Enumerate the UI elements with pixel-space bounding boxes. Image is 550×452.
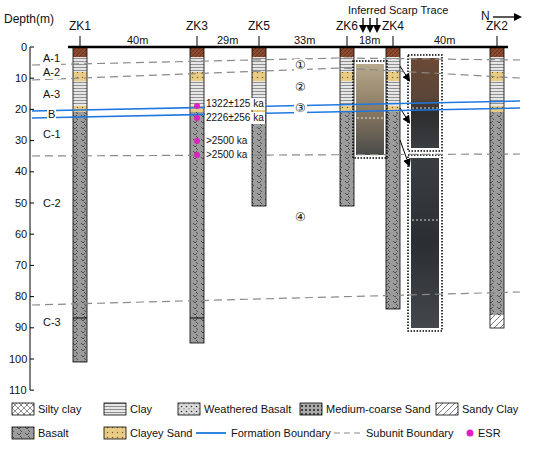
unit-label: A-2 bbox=[42, 66, 61, 79]
borehole-columns bbox=[73, 47, 504, 362]
depth-tick-label: 0 bbox=[21, 41, 27, 54]
distance-label: 40m bbox=[127, 34, 148, 47]
unit-label: A-1 bbox=[42, 52, 61, 65]
core-photos bbox=[353, 55, 442, 331]
depth-tick-label: 20 bbox=[15, 103, 27, 116]
depth-tick-label: 100 bbox=[9, 353, 27, 366]
esr-age: 2226±256 ka bbox=[205, 112, 265, 124]
unit-label: C-1 bbox=[42, 128, 62, 141]
north-arrow bbox=[493, 16, 520, 17]
borehole-name: ZK3 bbox=[186, 20, 208, 34]
subunit-number: ② bbox=[294, 81, 307, 95]
depth-tick-label: 60 bbox=[15, 228, 27, 241]
depth-tick-label: 70 bbox=[15, 259, 27, 272]
axis-title: Depth(m) bbox=[4, 13, 54, 27]
legend-text: Weathered Basalt bbox=[204, 403, 291, 416]
distance-label: 33m bbox=[294, 34, 315, 47]
distance-label: 18m bbox=[359, 34, 380, 47]
legend-text: ESR bbox=[478, 427, 501, 440]
esr-age: >2500 ka bbox=[205, 149, 248, 161]
legend-text: Silty clay bbox=[38, 403, 81, 416]
borehole-zk2 bbox=[490, 47, 504, 328]
legend-text: Clayey Sand bbox=[130, 427, 192, 440]
distance-label: 40m bbox=[434, 34, 455, 47]
legend-text: Basalt bbox=[38, 427, 69, 440]
depth-tick-label: 40 bbox=[15, 165, 27, 178]
distance-label: 29m bbox=[217, 34, 238, 47]
borehole-zk1 bbox=[73, 47, 87, 362]
legend-text: Formation Boundary bbox=[231, 427, 331, 440]
scarp-arrows bbox=[363, 18, 377, 31]
legend-text: Subunit Boundary bbox=[366, 427, 453, 440]
borehole-zk6 bbox=[340, 47, 354, 206]
depth-tick-label: 10 bbox=[15, 72, 27, 85]
esr-age: >2500 ka bbox=[205, 135, 248, 147]
depth-tick-label: 80 bbox=[15, 290, 27, 303]
esr-age: 1322±125 ka bbox=[205, 98, 265, 110]
depth-tick-label: 50 bbox=[15, 197, 27, 210]
subunit-number: ④ bbox=[294, 211, 307, 225]
subunit-boundaries bbox=[32, 58, 520, 305]
depth-tick-label: 30 bbox=[15, 134, 27, 147]
subunit-number: ① bbox=[294, 59, 307, 73]
borehole-zk3 bbox=[190, 47, 204, 343]
legend-swatches bbox=[12, 403, 474, 439]
unit-label: B bbox=[47, 108, 56, 121]
depth-tick-label: 90 bbox=[15, 321, 27, 334]
legend-text: Clay bbox=[130, 403, 152, 416]
scarp-label: Inferred Scarp Trace bbox=[348, 4, 448, 17]
borehole-name: ZK6 bbox=[336, 20, 358, 34]
formation-boundaries bbox=[32, 101, 520, 118]
borehole-name: ZK5 bbox=[248, 20, 270, 34]
borehole-name: ZK4 bbox=[382, 20, 404, 34]
unit-label: C-2 bbox=[42, 197, 62, 210]
subunit-number: ③ bbox=[294, 102, 307, 116]
depth-axis bbox=[30, 47, 34, 390]
esr-points bbox=[194, 103, 200, 158]
borehole-name: ZK2 bbox=[486, 20, 508, 34]
unit-label: A-3 bbox=[42, 88, 61, 101]
borehole-name: ZK1 bbox=[69, 20, 91, 34]
depth-tick-label: 110 bbox=[9, 384, 27, 397]
legend-text: Sandy Clay bbox=[462, 403, 518, 416]
unit-label: C-3 bbox=[42, 316, 62, 329]
legend-text: Medium-coarse Sand bbox=[326, 403, 431, 416]
borehole-zk4 bbox=[386, 47, 400, 309]
